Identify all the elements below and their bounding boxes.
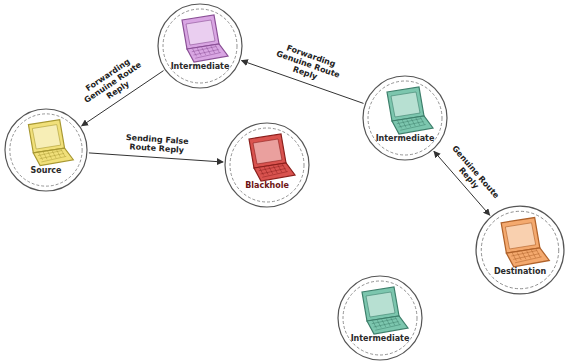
network-node: Intermediate: [362, 75, 448, 161]
network-node: Destination: [475, 205, 565, 295]
node-label: Destination: [475, 268, 565, 277]
network-node: Intermediate: [337, 275, 423, 361]
node-circle: [224, 122, 310, 208]
node-label: Intermediate: [362, 135, 448, 144]
network-node: Source: [4, 108, 88, 192]
node-circle: [362, 75, 448, 161]
node-circle: [475, 205, 565, 295]
node-label: Source: [4, 167, 88, 176]
edge-label: Sending False Route Reply: [114, 133, 199, 157]
node-label: Intermediate: [337, 335, 423, 344]
laptop-icon: [182, 15, 228, 62]
node-circle: [337, 275, 423, 361]
node-circle: [4, 108, 88, 192]
network-node: Blackhole: [224, 122, 310, 208]
route-connector: [89, 153, 223, 162]
node-label: Blackhole: [224, 182, 310, 191]
laptop-icon: [501, 218, 549, 267]
network-node: Intermediate: [157, 3, 243, 89]
laptop-icon: [387, 87, 433, 134]
laptop-icon: [249, 134, 295, 181]
node-circle: [157, 3, 243, 89]
laptop-icon: [28, 120, 73, 166]
edge-label: Forwarding Genuine Route Reply: [70, 48, 155, 118]
edge-label: Genuine Route Reply: [437, 137, 506, 212]
laptop-icon: [362, 287, 408, 334]
node-label: Intermediate: [157, 63, 243, 72]
